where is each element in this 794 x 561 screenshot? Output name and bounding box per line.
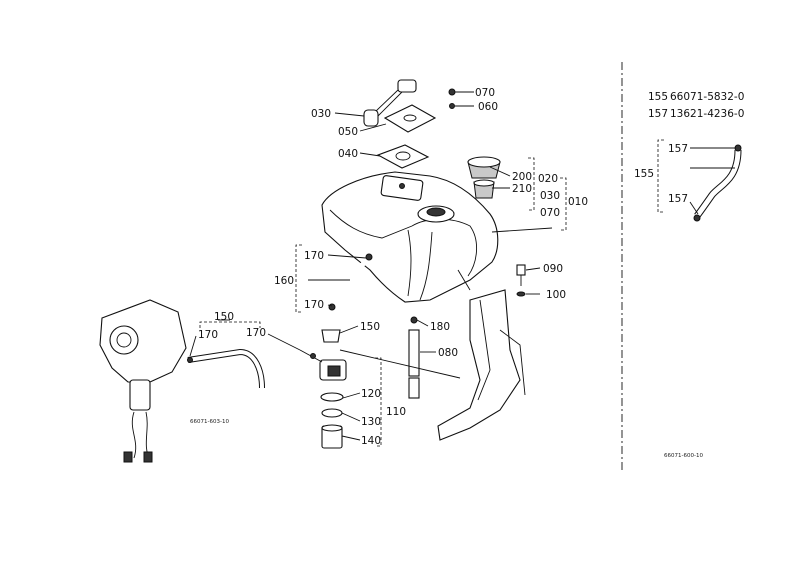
label-070: 070: [475, 87, 495, 99]
tank-bracket: [437, 289, 526, 441]
label-010: 010: [568, 196, 588, 208]
fuel-cock-assembly: [319, 329, 347, 449]
label-157: 157: [668, 143, 688, 155]
label-155: 155: [634, 168, 654, 180]
label-170: 170: [304, 250, 324, 262]
filler-cap: [467, 156, 501, 199]
figure-code-right: 66071-600-10: [664, 453, 703, 459]
rubber-cushion: [408, 316, 420, 399]
fuel-tank: [321, 171, 499, 303]
label-200: 200: [512, 171, 532, 183]
label-150-b: 150: [360, 321, 380, 333]
figure-code-left: 66071-603-10: [190, 419, 229, 425]
carburetor: [99, 299, 187, 463]
label-180: 180: [430, 321, 450, 333]
label-110: 110: [386, 406, 406, 418]
label-140: 140: [361, 435, 381, 447]
fuel-hose-160: [328, 253, 373, 311]
label-020: 020: [538, 173, 558, 185]
parts-list-row2-number: 157: [648, 108, 668, 120]
label-070-b: 070: [540, 207, 560, 219]
part-labels: 030 050 070 060 040 200 020 210 030 010 …: [198, 87, 688, 447]
label-160: 160: [274, 275, 294, 287]
parts-list-row1-number: 155: [648, 91, 668, 103]
leader-lines: [189, 91, 736, 447]
label-100: 100: [546, 289, 566, 301]
fuel-hose-155: [693, 144, 742, 222]
label-157-b: 157: [668, 193, 688, 205]
fuel-line-150: [187, 348, 323, 389]
parts-list-row2-code: 13621-4236-0: [670, 108, 744, 120]
label-090: 090: [543, 263, 563, 275]
label-150: 150: [214, 311, 234, 323]
label-170-d: 170: [246, 327, 266, 339]
label-210: 210: [512, 183, 532, 195]
bolt-090-washer-100: [516, 264, 526, 297]
parts-list-row1-code: 66071-5832-0: [670, 91, 744, 103]
label-120: 120: [361, 388, 381, 400]
label-030: 030: [311, 108, 331, 120]
label-060: 060: [478, 101, 498, 113]
label-040: 040: [338, 148, 358, 160]
label-130: 130: [361, 416, 381, 428]
bolt-and-washer: [448, 88, 456, 109]
label-030-b: 030: [540, 190, 560, 202]
label-170-b: 170: [304, 299, 324, 311]
parts-list: 155 66071-5832-0 157 13621-4236-0: [648, 91, 744, 120]
fuel-gauge-plate: [363, 79, 437, 169]
label-080: 080: [438, 347, 458, 359]
label-050: 050: [338, 126, 358, 138]
label-170-c: 170: [198, 329, 218, 341]
